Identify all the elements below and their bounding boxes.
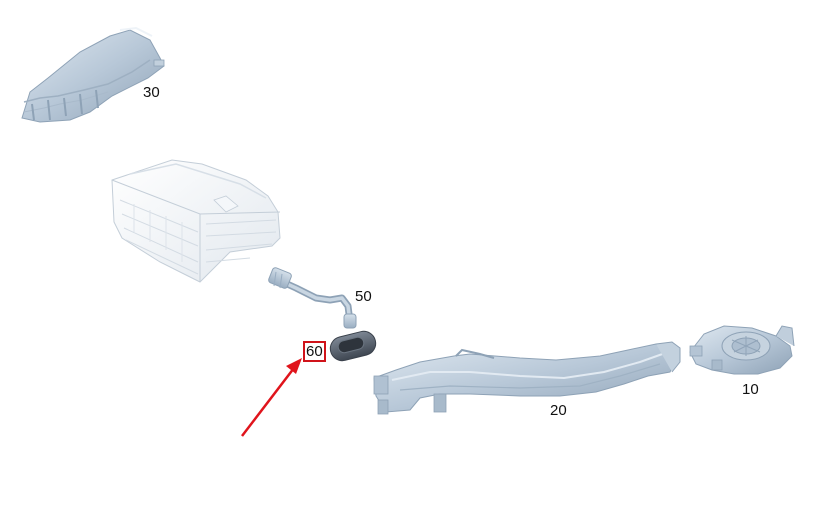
part-60-grommet[interactable]	[328, 329, 378, 363]
part-50-cable-hose[interactable]	[268, 267, 357, 329]
callout-30[interactable]: 30	[143, 84, 160, 101]
callout-20[interactable]: 20	[550, 402, 567, 419]
control-module-housing	[111, 159, 281, 283]
callout-50[interactable]: 50	[355, 288, 372, 305]
part-30-air-duct[interactable]	[21, 26, 165, 123]
callout-60-highlighted[interactable]: 60	[303, 341, 326, 362]
pointer-arrow	[241, 358, 302, 437]
part-20-long-duct[interactable]	[373, 341, 681, 415]
callout-10[interactable]: 10	[742, 381, 759, 398]
part-10-blower-motor[interactable]	[689, 325, 795, 375]
